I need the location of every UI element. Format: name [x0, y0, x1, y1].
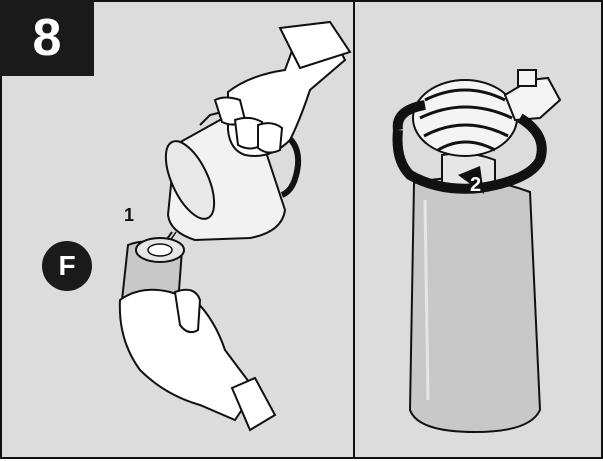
hand-icon	[120, 290, 275, 430]
filter-cartridge-icon	[410, 70, 560, 432]
step-number-badge: 8	[0, 0, 94, 76]
hand-icon	[215, 22, 350, 156]
substep-label-1: 1	[124, 205, 134, 226]
part-callout-f: F	[42, 241, 92, 291]
substep-label-2: 2	[470, 174, 481, 197]
